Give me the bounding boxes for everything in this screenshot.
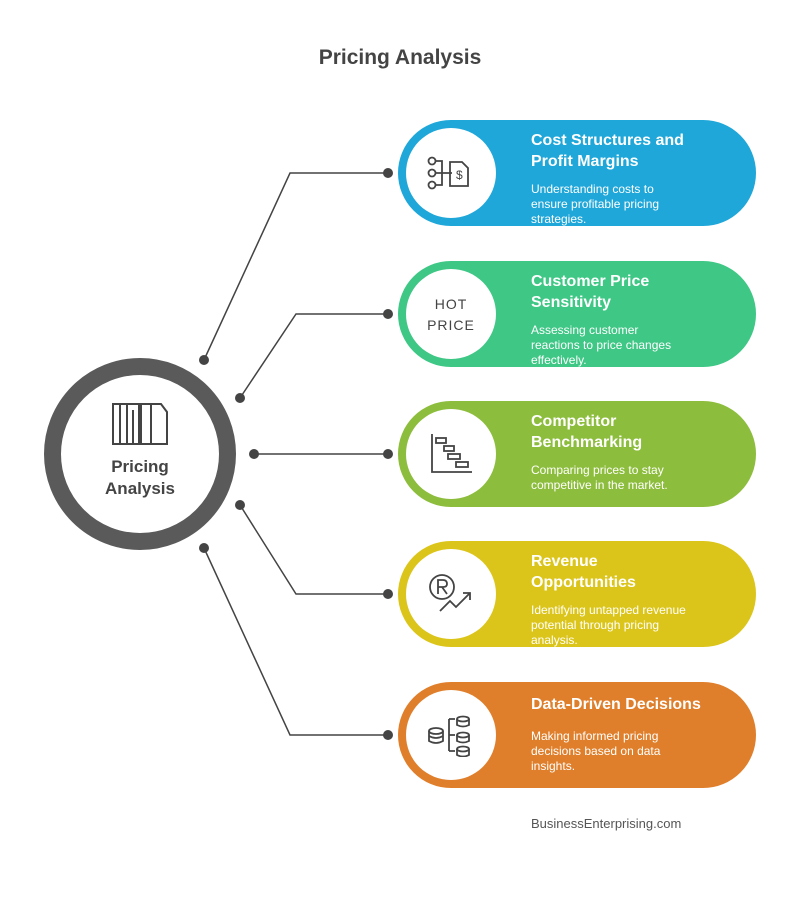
footer-source: BusinessEnterprising.com <box>531 816 682 831</box>
item-description: Assessing customer reactions to price ch… <box>531 323 672 367</box>
item-description: Identifying untapped revenue potential t… <box>531 603 686 647</box>
hub-label: Pricing Analysis <box>105 457 175 498</box>
connector-1 <box>203 172 388 361</box>
svg-text:$: $ <box>456 168 463 182</box>
item-price-sensitivity: HOT PRICE Customer Price Sensitivity Ass… <box>398 261 756 367</box>
item-icon-circle <box>406 409 496 499</box>
connector-dot <box>383 589 393 599</box>
connector-dot <box>199 355 209 365</box>
hub-circle: Pricing Analysis <box>44 358 236 550</box>
item-icon-circle: $ <box>406 128 496 218</box>
item-title: Revenue Opportunities <box>531 553 636 591</box>
connector-dot <box>383 168 393 178</box>
connector-dot <box>235 393 245 403</box>
item-description: Making informed pricing decisions based … <box>531 729 661 773</box>
item-description: Comparing prices to stay competitive in … <box>531 463 668 492</box>
columns-icon <box>112 403 168 445</box>
item-icon-circle <box>406 690 496 780</box>
connector-dot <box>199 543 209 553</box>
item-revenue-opportunities: Revenue Opportunities Identifying untapp… <box>398 541 756 647</box>
connector-dot <box>249 449 259 459</box>
gantt-chart-icon <box>431 434 472 473</box>
item-data-driven-decisions: Data-Driven Decisions Making informed pr… <box>398 682 756 788</box>
item-title: Cost Structures and Profit Margins <box>531 132 684 170</box>
price-label: PRICE <box>427 317 475 333</box>
connector-dot <box>383 449 393 459</box>
item-title: Competitor Benchmarking <box>531 413 643 451</box>
item-icon-circle <box>406 549 496 639</box>
cost-flow-icon: $ <box>427 156 469 190</box>
connector-5 <box>203 547 388 736</box>
page-title: Pricing Analysis <box>318 46 482 69</box>
item-cost-structures: $ Cost Structures and Profit Margins Und… <box>398 120 756 226</box>
revenue-growth-icon <box>429 574 471 612</box>
hot-price-icon: HOT PRICE <box>427 296 475 333</box>
item-description: Understanding costs to ensure profitable… <box>531 182 660 226</box>
item-title: Customer Price Sensitivity <box>531 273 650 311</box>
database-icon <box>428 715 470 757</box>
connector-dot <box>383 309 393 319</box>
item-title: Data-Driven Decisions <box>531 696 701 713</box>
hot-label: HOT <box>435 296 468 312</box>
connector-4 <box>239 504 388 595</box>
item-icon-circle: HOT PRICE <box>406 269 496 359</box>
connector-dot <box>235 500 245 510</box>
connector-2 <box>239 313 388 399</box>
item-competitor-benchmarking: Competitor Benchmarking Comparing prices… <box>398 401 756 507</box>
connector-dot <box>383 730 393 740</box>
